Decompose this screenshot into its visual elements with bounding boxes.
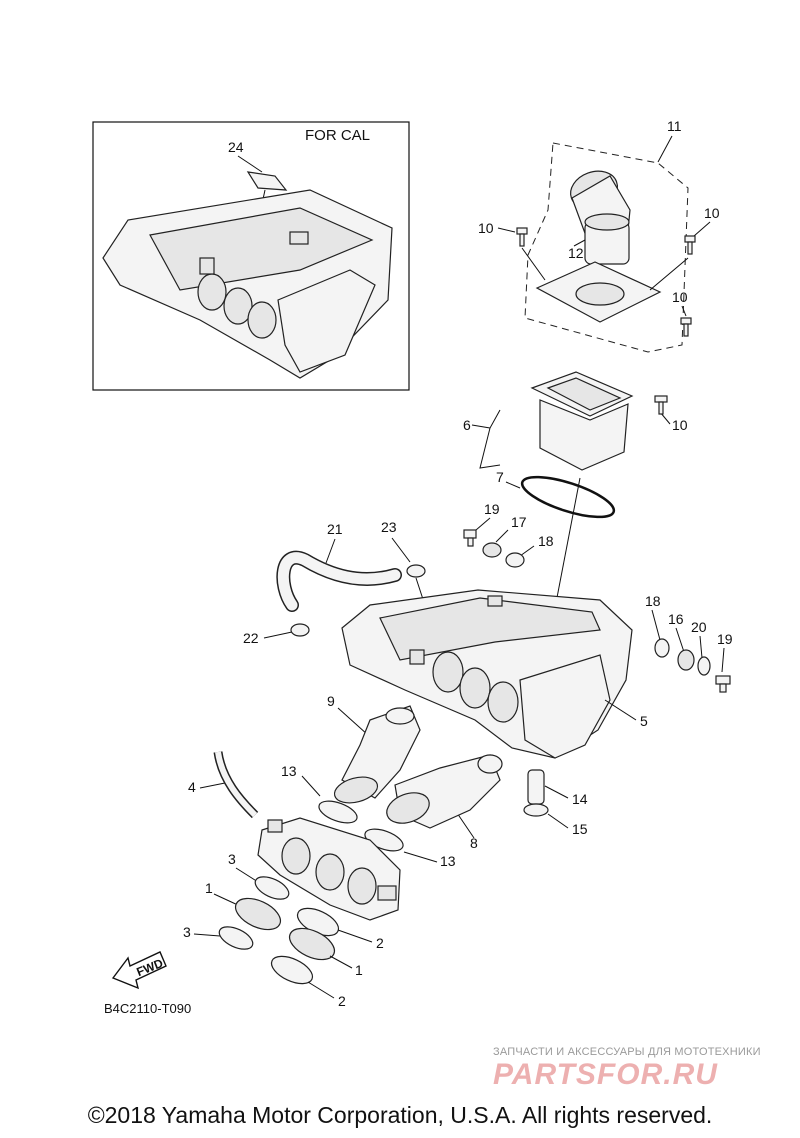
bolt-19-a — [463, 529, 477, 547]
sticker-24 — [246, 171, 288, 191]
callout-18-b: 18 — [645, 593, 661, 609]
callout-19-a: 19 — [484, 501, 500, 517]
callout-17: 17 — [511, 514, 527, 530]
callout-13-a: 13 — [281, 763, 297, 779]
callout-1-a: 1 — [205, 880, 213, 896]
watermark-tagline: ЗАПЧАСТИ И АКСЕССУАРЫ ДЛЯ МОТОТЕХНИКИ — [493, 1046, 761, 1058]
callout-3-b: 3 — [183, 924, 191, 940]
clamp-13-a — [318, 800, 358, 824]
callout-2-a: 2 — [376, 935, 384, 951]
bolt-19-b — [715, 675, 731, 693]
callout-16: 16 — [668, 611, 684, 627]
filter-cover-plate — [535, 261, 662, 323]
callout-13-b: 13 — [440, 853, 456, 869]
callout-8: 8 — [470, 835, 478, 851]
bolt-10-c — [680, 317, 692, 337]
inset-label: FOR CAL — [305, 127, 370, 144]
filter-element-6 — [530, 371, 634, 471]
callout-19-b: 19 — [717, 631, 733, 647]
clamp-15 — [523, 803, 549, 817]
callout-10-b: 10 — [704, 205, 720, 221]
joint-8 — [386, 754, 503, 829]
collar-18-b — [654, 638, 670, 658]
diagram-code: B4C2110-T090 — [104, 1001, 191, 1016]
pipe-14 — [527, 769, 545, 805]
watermark-logo: PARTSFOR.RU — [493, 1058, 718, 1091]
intake-funnel-12 — [570, 170, 631, 265]
clamp-23 — [406, 564, 426, 578]
callout-24: 24 — [228, 139, 244, 155]
grommet-17 — [482, 542, 502, 558]
callout-22: 22 — [243, 630, 259, 646]
copyright-notice: ©2018 Yamaha Motor Corporation, U.S.A. A… — [87, 1102, 713, 1128]
callout-6: 6 — [463, 417, 471, 433]
callout-5: 5 — [640, 713, 648, 729]
bolt-10-b — [684, 235, 696, 255]
assembly-11-outline — [524, 142, 689, 353]
clamp-22 — [290, 623, 310, 637]
air-filter-case-5 — [341, 589, 633, 759]
fwd-arrow-icon — [111, 951, 167, 990]
callout-3-a: 3 — [228, 851, 236, 867]
callout-12: 12 — [568, 245, 584, 261]
inset-air-box — [102, 189, 393, 379]
callout-2-b: 2 — [338, 993, 346, 1009]
o-ring-7 — [520, 475, 616, 519]
callout-10-d: 10 — [672, 417, 688, 433]
collar-18-a — [505, 552, 525, 568]
callout-7: 7 — [496, 469, 504, 485]
callout-21: 21 — [327, 521, 343, 537]
throttle-body — [257, 817, 401, 921]
joint-1-b — [288, 927, 336, 961]
callout-14: 14 — [572, 791, 588, 807]
grommet-16 — [677, 649, 695, 671]
callout-9: 9 — [327, 693, 335, 709]
washer-20 — [697, 656, 711, 676]
fwd-label: FWD — [134, 956, 165, 979]
parts-diagram: FOR CAL 24 11 12 10 10 10 6 — [92, 118, 733, 1016]
joint-2-b — [270, 955, 314, 985]
callout-15: 15 — [572, 821, 588, 837]
callout-10-a: 10 — [478, 220, 494, 236]
holder-3-b — [218, 926, 254, 950]
callout-11: 11 — [667, 118, 682, 134]
callout-4: 4 — [188, 779, 196, 795]
joint-1-a — [234, 897, 282, 931]
bolt-10-a — [516, 227, 528, 247]
bolt-10-d — [654, 395, 668, 415]
callout-10-c: 10 — [672, 289, 688, 305]
callout-18-a: 18 — [538, 533, 554, 549]
joint-9 — [333, 705, 421, 804]
callout-23: 23 — [381, 519, 397, 535]
callout-20: 20 — [691, 619, 707, 635]
holder-3-a — [254, 876, 290, 900]
callout-1-b: 1 — [355, 962, 363, 978]
inset-frame — [92, 121, 410, 391]
